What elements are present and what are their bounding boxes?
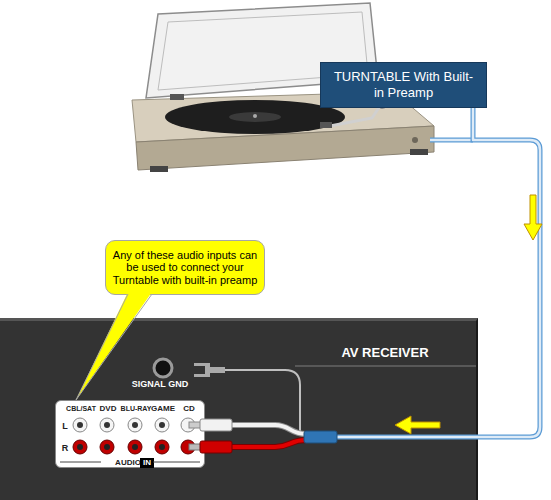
audio-input-panel: CBL/SAT DVD BLU-RAYGAME CD L R AUDIOIN (55, 400, 205, 468)
turntable-cable-start (430, 140, 473, 141)
platter (165, 100, 345, 134)
jack-label: IN (140, 458, 154, 468)
jack-label: L (62, 421, 68, 431)
jack-label: CD (183, 404, 195, 414)
callout-text: Any of these audio inputs can be used to… (112, 249, 258, 287)
turntable-foot (150, 166, 168, 172)
cable-outline (473, 108, 540, 437)
jack-label: CBL/SAT (66, 404, 96, 414)
terminal-label: SIGNAL GND (132, 379, 188, 389)
lid-hinge (170, 94, 184, 100)
cable-outline (430, 138, 473, 143)
jack-label: AUDIO (115, 458, 141, 468)
receiver-panel: AV RECEIVER CBL/SAT DVD BLU-RAYGAME CD L R AUDI… (0, 318, 478, 500)
callout-box: Any of these audio inputs can be used to… (105, 240, 265, 295)
spindle (253, 114, 257, 118)
jack-label: GAME (151, 404, 175, 414)
cable-core (473, 108, 540, 437)
headshell (320, 122, 332, 128)
jack-label: DVD (100, 404, 117, 414)
control-knob (412, 137, 418, 143)
jack-label: R (62, 443, 69, 453)
box-title: AV RECEIVER (341, 345, 428, 360)
turntable-foot (410, 149, 428, 155)
record-label (229, 112, 281, 122)
device-label-box: TURNTABLE With Built-in Preamp (320, 62, 487, 108)
jack-label: BLU-RAY (121, 404, 152, 414)
box-title: TURNTABLE With Built-in Preamp (333, 69, 474, 101)
cable-core (430, 139, 473, 142)
flow-arrow (524, 195, 542, 240)
